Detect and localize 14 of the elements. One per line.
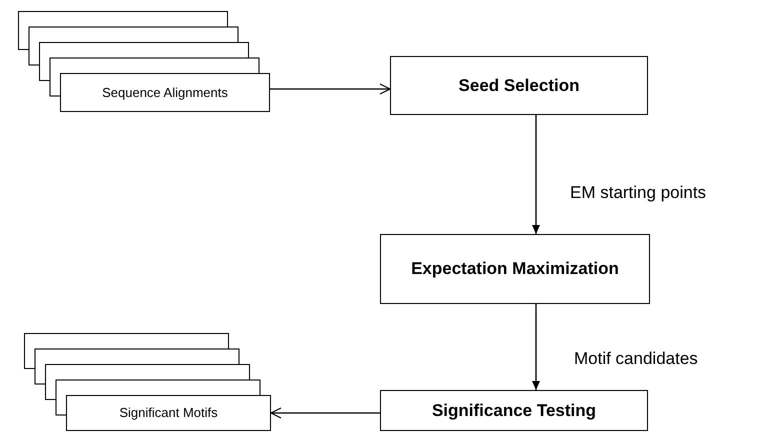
box-label: Significant Motifs [119, 404, 218, 422]
arrow [270, 83, 391, 95]
process-box [390, 56, 648, 115]
process-box [380, 234, 650, 304]
arrow [532, 115, 540, 234]
process-box [380, 390, 648, 431]
document-box [66, 395, 271, 431]
box-label: Sequence Alignments [102, 84, 228, 102]
box-label: Seed Selection [458, 74, 580, 97]
arrow [270, 407, 380, 419]
box-label: Significance Testing [432, 400, 596, 422]
arrow [532, 304, 540, 390]
box-label: Expectation Maximization [411, 258, 619, 280]
document-box [60, 73, 270, 112]
